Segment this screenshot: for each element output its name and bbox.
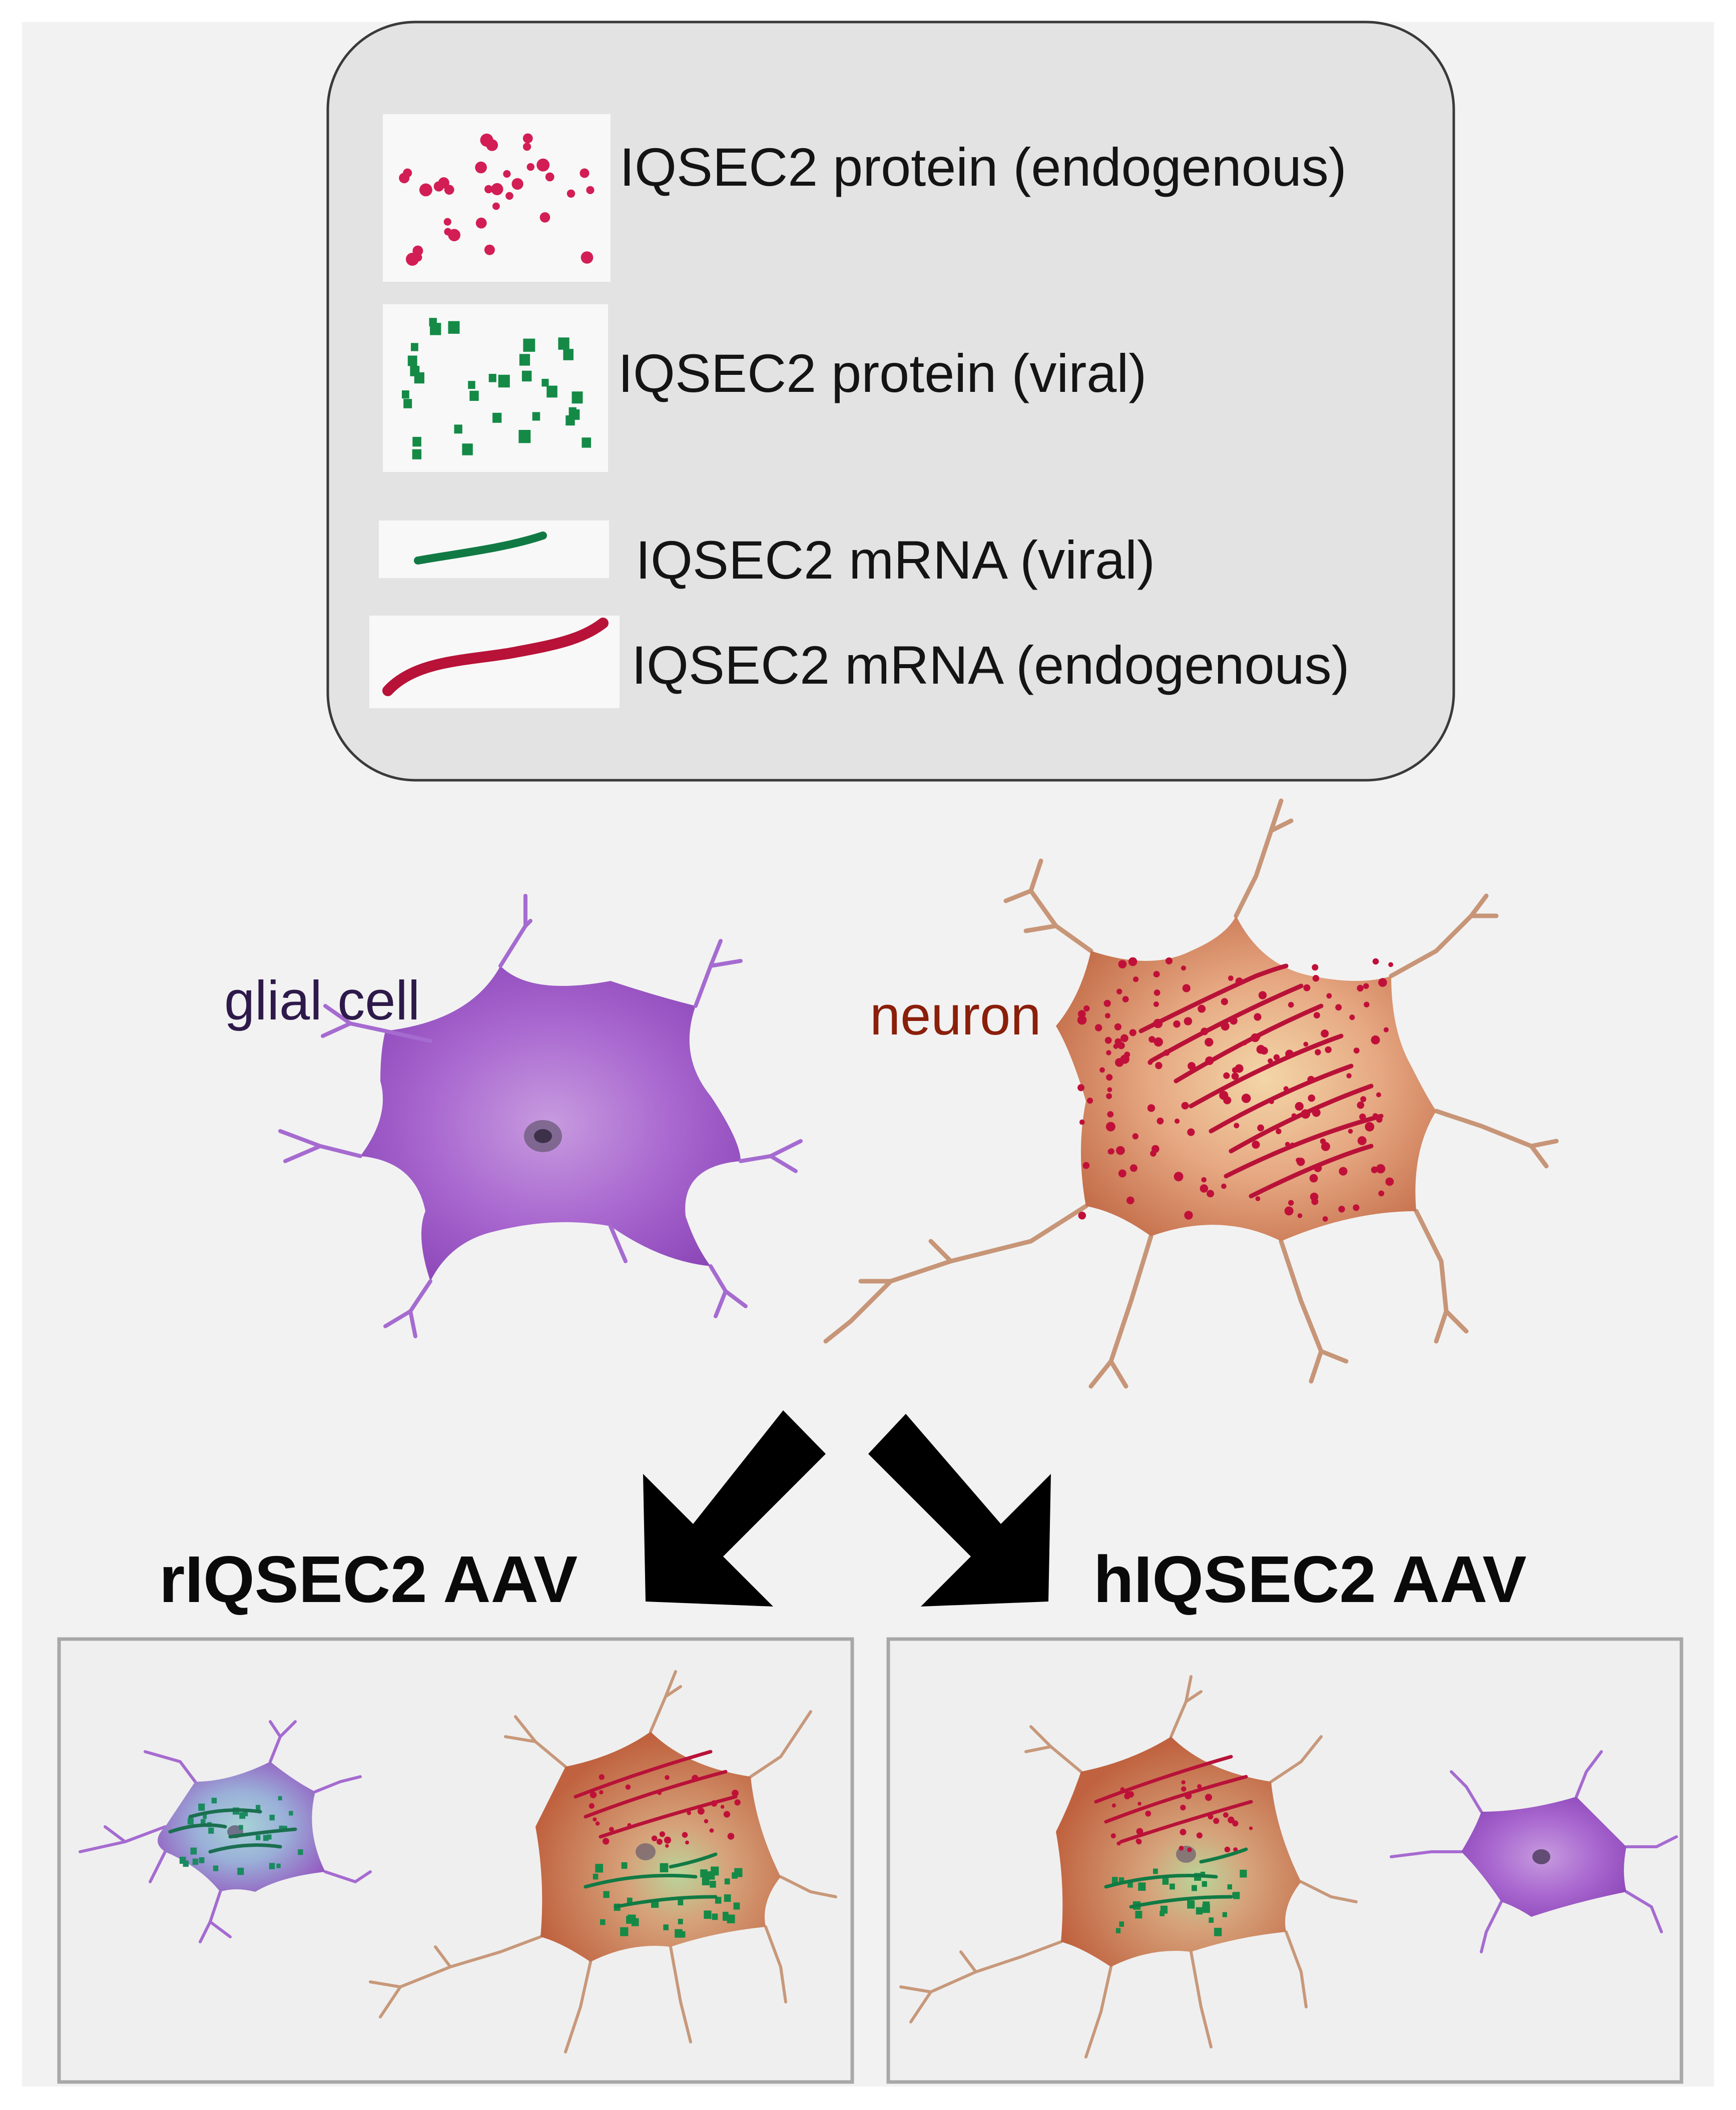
left-panel-title: rIQSEC2 AAV <box>159 1542 578 1616</box>
right-panel-title: hIQSEC2 AAV <box>1093 1542 1527 1616</box>
neuron-infected-right <box>899 1675 1358 2058</box>
neuron-infected-left <box>369 1670 837 2053</box>
red-strand-icon <box>382 618 609 696</box>
glial-cell-uninfected <box>1390 1750 1678 1953</box>
red-dots-icon <box>399 133 595 266</box>
glial-cell-label: glial cell <box>224 970 420 1031</box>
legend-label-mrna-endogenous: IQSEC2 mRNA (endogenous) <box>632 635 1350 695</box>
legend-swatch-bg-mrna-endo <box>369 616 620 708</box>
green-squares-icon <box>402 318 592 459</box>
neuron-label: neuron <box>870 985 1041 1046</box>
legend-swatch-bg-protein-viral <box>383 304 608 472</box>
arrow-right <box>868 1414 1051 1607</box>
arrow-left <box>643 1410 826 1607</box>
glial-cell-infected <box>79 1720 372 1943</box>
glial-cell-large <box>278 894 803 1338</box>
neuron-large <box>823 798 1559 1389</box>
legend-label-protein-viral: IQSEC2 protein (viral) <box>618 343 1147 403</box>
legend-label-mrna-viral: IQSEC2 mRNA (viral) <box>636 530 1155 590</box>
green-strand-icon <box>414 532 547 565</box>
legend-label-protein-endogenous: IQSEC2 protein (endogenous) <box>620 137 1347 197</box>
